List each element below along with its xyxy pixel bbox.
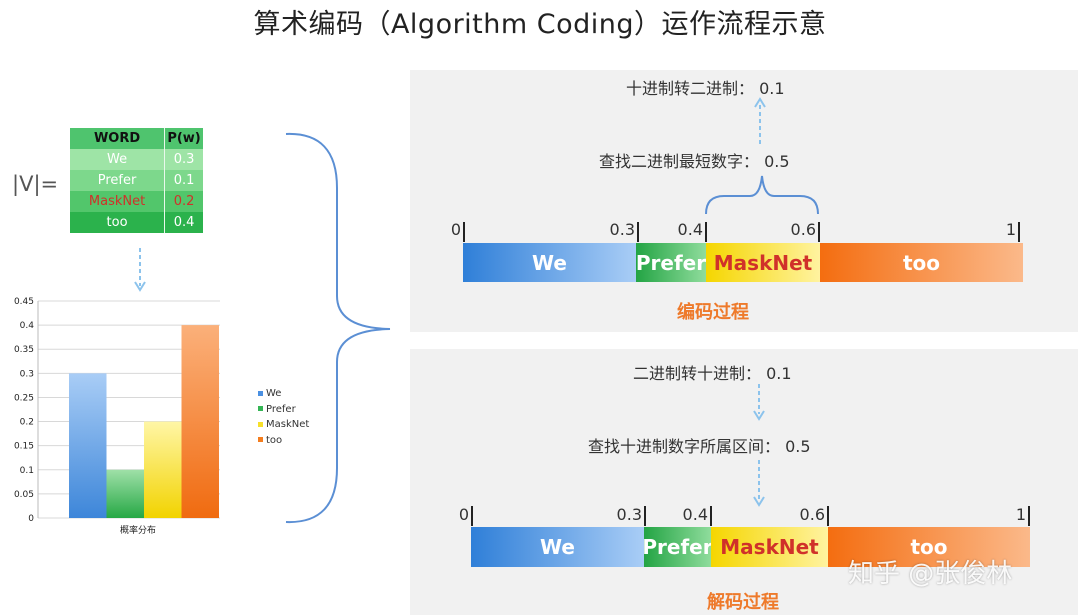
segment-too: too <box>820 243 1023 282</box>
y-tick-label: 0 <box>28 514 34 524</box>
legend-item-too: too <box>258 435 282 446</box>
prob-cell: 0.1 <box>164 170 203 191</box>
legend-label: MaskNet <box>266 419 310 430</box>
axis-tick-label: 1 <box>1015 505 1026 524</box>
y-tick-label: 0.2 <box>20 418 34 428</box>
chart-bar-prefer <box>106 469 144 518</box>
encode-step-decimal-to-binary: 十进制转二进制： 0.1 <box>626 79 785 98</box>
axis-tick-label: 0.6 <box>799 505 825 524</box>
axis-tick-label: 0.4 <box>677 220 703 239</box>
axis-tick <box>827 506 829 526</box>
encode-process-label: 编码过程 <box>677 302 749 323</box>
page-title: 算术编码（Algorithm Coding）运作流程示意 <box>253 9 827 40</box>
legend-label: We <box>266 388 282 399</box>
y-tick-label: 0.4 <box>20 321 35 331</box>
encode-interval-brace <box>705 175 819 215</box>
table-row: We 0.3 <box>70 149 203 170</box>
word-probability-table: WORD P(w) We 0.3 Prefer 0.1 MaskNet 0.2 … <box>70 128 203 233</box>
axis-tick <box>710 506 712 526</box>
watermark: 知乎 @张俊林 <box>848 559 1013 589</box>
word-cell: Prefer <box>70 170 165 191</box>
decode-panel <box>410 349 1078 615</box>
column-header-word: WORD <box>70 128 165 149</box>
axis-tick-label: 0.3 <box>609 220 635 239</box>
vocab-label: |V|= <box>12 172 59 196</box>
curly-brace-connector <box>285 132 391 524</box>
y-tick-label: 0.05 <box>14 490 34 500</box>
axis-tick-label: 0.3 <box>616 505 642 524</box>
column-header-prob: P(w) <box>164 128 203 149</box>
table-row: too 0.4 <box>70 212 203 233</box>
chart-bar-we <box>69 373 107 518</box>
axis-tick <box>1028 506 1030 526</box>
segment-too: too <box>828 527 1030 567</box>
segment-prefer: Prefer <box>642 527 713 567</box>
legend-item-prefer: Prefer <box>258 404 296 415</box>
axis-tick <box>818 222 820 242</box>
prob-cell: 0.4 <box>164 212 203 233</box>
prob-cell: 0.3 <box>164 149 203 170</box>
table-header-row: WORD P(w) <box>70 128 203 149</box>
axis-tick <box>463 222 465 242</box>
axis-tick-label: 0 <box>458 505 469 524</box>
legend-item-masknet: MaskNet <box>258 419 309 430</box>
word-cell: We <box>70 149 165 170</box>
legend-item-we: We <box>258 388 281 399</box>
legend-swatch <box>258 421 263 427</box>
table-to-chart-arrow <box>134 248 146 292</box>
y-tick-label: 0.35 <box>14 345 34 355</box>
segment-we: We <box>463 243 636 282</box>
legend-swatch <box>258 437 263 442</box>
axis-tick <box>637 222 639 242</box>
y-tick-label: 0.3 <box>20 369 34 379</box>
decode-down-arrow-1 <box>753 384 765 421</box>
y-tick-label: 0.25 <box>14 393 34 403</box>
axis-tick <box>644 506 646 526</box>
axis-tick-label: 1 <box>1005 220 1016 239</box>
segment-masknet: MaskNet <box>711 527 828 567</box>
segment-masknet: MaskNet <box>706 243 820 282</box>
y-tick-label: 0.15 <box>14 442 34 452</box>
axis-tick <box>1018 222 1020 242</box>
decode-step-binary-to-decimal: 二进制转十进制： 0.1 <box>633 364 792 383</box>
segment-prefer: Prefer <box>636 243 706 282</box>
axis-tick-label: 0 <box>450 220 461 239</box>
probability-bar-chart: 0 0.05 0.1 0.15 0.2 0.25 0.3 0.35 0.4 0.45 概率分布 <box>14 297 220 536</box>
encode-up-arrow <box>754 97 766 144</box>
decode-process-label: 解码过程 <box>707 592 779 613</box>
axis-tick <box>705 222 707 242</box>
word-cell: too <box>70 212 165 233</box>
word-cell: MaskNet <box>70 191 165 212</box>
legend-swatch <box>258 406 263 411</box>
axis-tick <box>471 506 473 526</box>
encode-step-find-binary: 查找二进制最短数字： 0.5 <box>599 152 790 171</box>
legend-swatch <box>258 390 263 396</box>
table-row: MaskNet 0.2 <box>70 191 203 212</box>
encode-panel <box>410 70 1078 332</box>
decode-down-arrow-2 <box>753 460 765 507</box>
segment-we: We <box>471 527 644 567</box>
chart-bar-too <box>181 325 219 518</box>
y-tick-label: 0.45 <box>14 297 34 307</box>
axis-tick-label: 0.6 <box>790 220 816 239</box>
y-tick-label: 0.1 <box>20 466 34 476</box>
table-row: Prefer 0.1 <box>70 170 203 191</box>
chart-bar-masknet <box>144 421 182 518</box>
axis-tick-label: 0.4 <box>682 505 708 524</box>
chart-xlabel: 概率分布 <box>120 524 156 536</box>
legend-label: Prefer <box>266 403 296 415</box>
decode-step-find-interval: 查找十进制数字所属区间： 0.5 <box>588 437 811 456</box>
legend-label: too <box>266 434 283 446</box>
prob-cell: 0.2 <box>164 191 203 212</box>
